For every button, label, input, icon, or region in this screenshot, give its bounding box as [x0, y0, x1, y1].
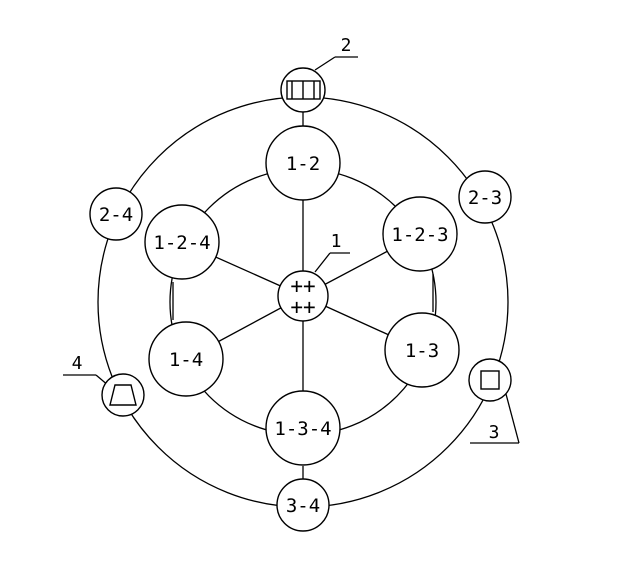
outer-node-label: 3-4 [286, 495, 320, 517]
hub-node: ++ ++ [277, 270, 329, 322]
inner-node-1-2-3: 1-2-3 [382, 196, 458, 272]
hub-label-line1: ++ [290, 274, 315, 298]
callout-label-4: 4 [72, 353, 83, 374]
outer-node-label: 2-3 [468, 187, 502, 209]
inner-node-1-2-4: 1-2-4 [144, 204, 220, 280]
left-port-node [101, 373, 145, 417]
callout-label-3: 3 [489, 422, 500, 443]
inner-node-label: 1-2 [286, 153, 320, 175]
inner-node-1-2: 1-2 [265, 125, 341, 201]
callout-label-1: 1 [331, 231, 342, 252]
inner-node-1-3: 1-3 [384, 312, 460, 388]
inner-node-label: 1-3 [405, 340, 439, 362]
hub-label-line2: ++ [290, 295, 315, 319]
square-icon [480, 370, 500, 390]
inner-node-label: 1-3-4 [274, 418, 331, 440]
outer-node-label: 2-4 [99, 204, 133, 226]
inner-node-1-3-4: 1-3-4 [265, 390, 341, 466]
outer-node-3-4: 3-4 [276, 478, 330, 532]
callout-label-2: 2 [341, 35, 352, 56]
inner-node-label: 1-2-4 [153, 232, 210, 254]
top-port-node [280, 67, 326, 113]
ring-connectors [172, 112, 434, 480]
inner-node-label: 1-2-3 [391, 224, 448, 246]
trapezoid-icon [109, 384, 137, 406]
inner-node-label: 1-4 [169, 349, 203, 371]
inner-node-1-4: 1-4 [148, 321, 224, 397]
outer-node-2-4: 2-4 [89, 187, 143, 241]
callout-leaders [63, 56, 520, 444]
outer-node-2-3: 2-3 [458, 170, 512, 224]
right-port-node [468, 358, 512, 402]
